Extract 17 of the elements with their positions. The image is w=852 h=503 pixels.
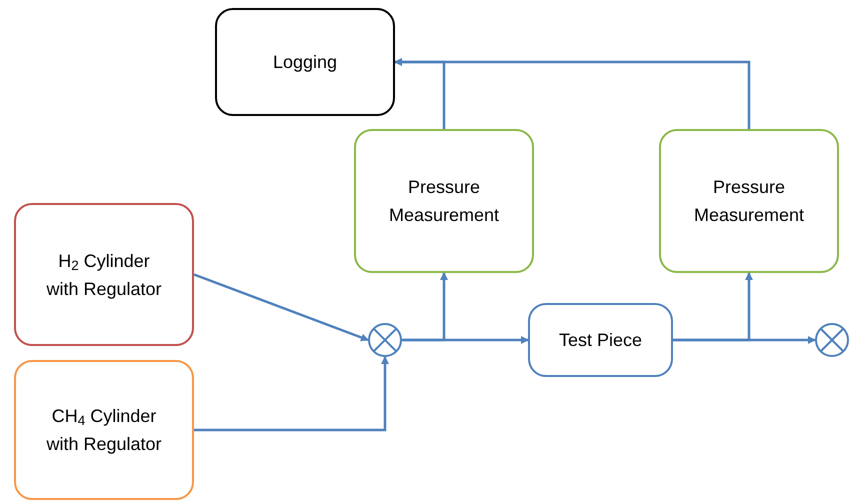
process-box xyxy=(215,8,395,116)
box-label: CH$_{4}$ Cylinder with Regulator xyxy=(45,405,163,456)
connector-arrow xyxy=(194,273,369,342)
box-label: Pressure Measurement xyxy=(692,176,806,227)
box-label: Test Piece xyxy=(558,329,642,352)
connector-arrow xyxy=(194,356,389,432)
process-box xyxy=(354,129,534,273)
box-label: Logging xyxy=(272,51,338,74)
process-box xyxy=(659,129,839,273)
process-box xyxy=(14,203,194,346)
box-label: H$_{2}$ Cylinder with Regulator xyxy=(45,250,163,301)
connector-arrow xyxy=(402,272,448,342)
process-box xyxy=(528,303,673,377)
box-label: Pressure Measurement xyxy=(388,176,500,227)
connector-arrow xyxy=(394,58,750,129)
process-box xyxy=(14,360,194,500)
connector-arrow xyxy=(673,272,753,342)
